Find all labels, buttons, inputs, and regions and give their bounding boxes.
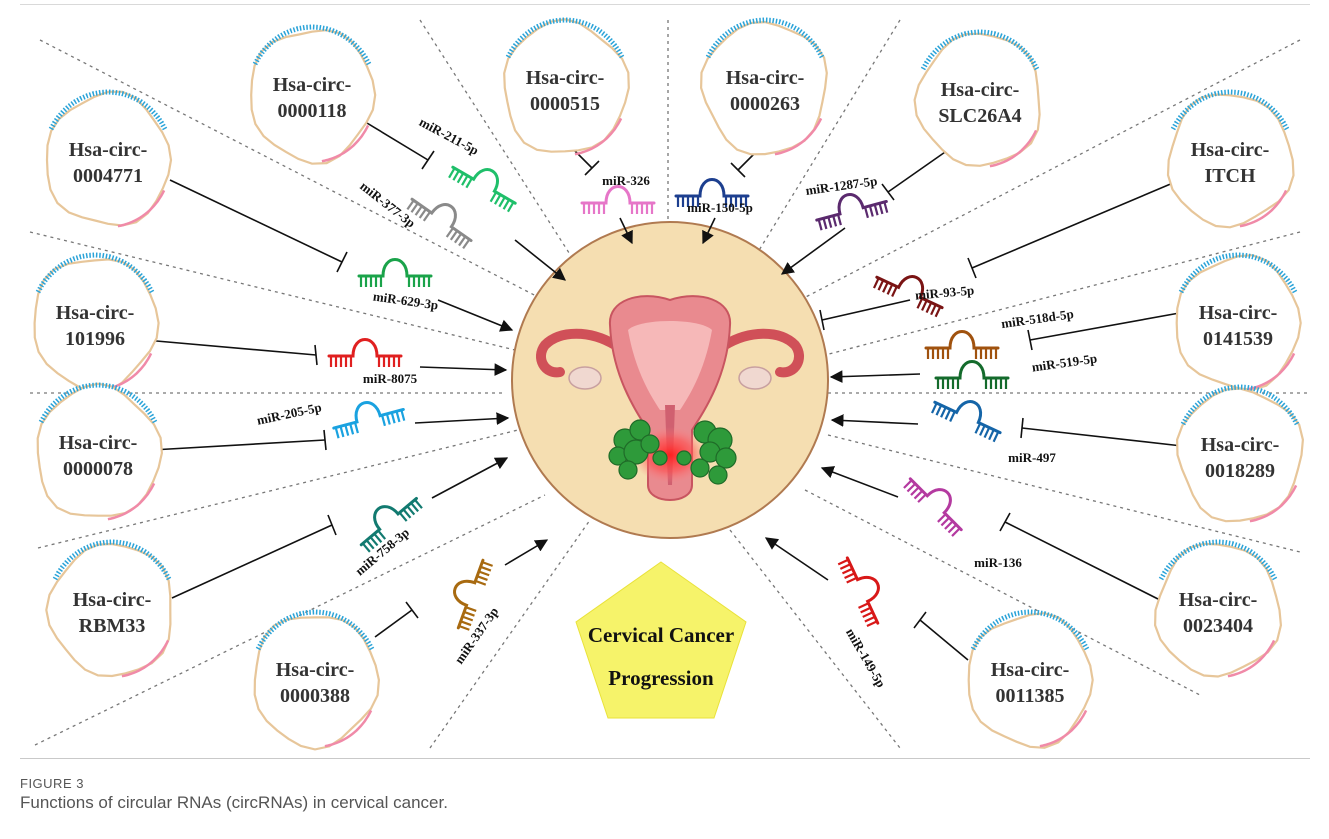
circrna-node-c141539: Hsa-circ- 0141539 [1177,255,1301,390]
mirna-hairpin-glyph [330,394,407,439]
mirna-m629: miR-629-3p [359,260,439,313]
mirna-m8075: miR-8075 [329,340,418,387]
circrna-name-line2: 0000515 [530,93,600,115]
circrna-name-line1: Hsa-circ- [59,432,138,454]
mirna-label: miR-629-3p [372,289,439,313]
mirna-m150: miR-150-5p [676,180,753,216]
mirna-label: miR-758-3p [352,525,412,579]
circrna-name-line2: 0011385 [996,685,1065,707]
circrna-name-line2: 0018289 [1205,460,1275,482]
circrna-name-line1: Hsa-circ- [726,67,805,89]
circrna-name-line2: 101996 [65,328,125,350]
circrna-node-citch: Hsa-circ- ITCH [1168,92,1294,227]
figure-label: FIGURE 3 [20,776,1310,791]
circrna-name-line1: Hsa-circ- [273,74,352,96]
circrna-name-line2: 0141539 [1203,328,1273,350]
circrna-node-c515: Hsa-circ- 0000515 [504,19,629,154]
mirna-label: miR-8075 [363,371,418,386]
mirna-label: miR-136 [974,555,1022,570]
circrna-name-line1: Hsa-circ- [526,67,605,89]
circrna-node-c18289: Hsa-circ- 0018289 [1177,387,1303,521]
mirna-label: miR-518d-5p [1000,306,1074,331]
mirna-m758: miR-758-3p [351,486,424,579]
mirna-label: miR-326 [602,173,650,188]
circrna-name-line2: 0000263 [730,93,800,115]
mirna-label: miR-377-3p [357,178,418,230]
circrna-node-crbm: Hsa-circ- RBM33 [46,542,170,676]
mirna-m93: miR-93-5p [872,262,975,317]
mirna-hairpin-glyph [447,153,523,213]
circrna-name-line2: RBM33 [79,615,146,637]
mirna-hairpin-glyph [930,387,1007,442]
progression-pentagon: Cervical Cancer Progression [576,562,746,718]
circrna-node-c118: Hsa-circ- 0000118 [251,27,375,164]
mirna-label: miR-519-5p [1031,351,1098,375]
mirna-label: miR-211-5p [417,114,481,158]
progression-label-line2: Progression [608,666,714,690]
mirna-label: miR-205-5p [255,399,322,427]
circrna-node-c78: Hsa-circ- 0000078 [38,384,162,520]
mirna-m205: miR-205-5p [255,394,406,439]
circrna-node-c11385: Hsa-circ- 0011385 [969,612,1093,748]
mirna-m518: miR-518d-5p [926,306,1075,359]
mirna-m497: miR-497 [930,387,1056,465]
circrna-node-cslc: Hsa-circ- SLC26A4 [915,32,1040,166]
mirna-hairpin-glyph [837,551,892,628]
mirna-label: miR-1287-5p [805,173,879,198]
circrna-node-c23404: Hsa-circ- 0023404 [1155,542,1281,677]
circrna-outline [35,259,159,392]
mirna-m337: miR-337-3p [443,555,501,667]
circrna-name-line2: ITCH [1204,165,1256,187]
circrna-name-line2: 0023404 [1183,615,1253,637]
progression-label-line1: Cervical Cancer [588,623,734,647]
circrna-name-line1: Hsa-circ- [73,589,152,611]
mirna-label: miR-497 [1008,450,1056,465]
circrna-name-line1: Hsa-circ- [1191,139,1270,161]
circrna-name-line1: Hsa-circ- [56,302,135,324]
circrna-name-line2: 0000078 [63,458,133,480]
circrna-node-c388: Hsa-circ- 0000388 [255,612,379,749]
mirna-label: miR-149-5p [843,626,889,690]
circrna-name-line2: 0000388 [280,685,350,707]
circrna-node-c4771: Hsa-circ- 0004771 [47,92,171,226]
mirna-hairpin-glyph [359,260,431,288]
caption-divider [20,758,1310,759]
mirna-m519: miR-519-5p [936,351,1098,389]
circrna-name-line2: 0004771 [73,165,143,187]
mirna-hairpin-glyph [582,187,654,215]
circrna-name-line1: Hsa-circ- [276,659,355,681]
mirna-m326: miR-326 [582,173,654,214]
mirna-hairpin-glyph [903,467,973,537]
mirna-m136: miR-136 [903,467,1023,570]
circrna-name-line1: Hsa-circ- [1201,434,1280,456]
circrna-node-c101996: Hsa-circ- 101996 [35,255,159,392]
circrna-name-line2: 0000118 [278,100,347,122]
mirna-label: miR-150-5p [687,200,753,215]
mirna-hairpin-glyph [926,332,998,360]
figure-caption: FIGURE 3 Functions of circular RNAs (cir… [20,776,1310,813]
top-rule [20,4,1310,5]
circrna-name-line1: Hsa-circ- [991,659,1070,681]
circrna-name-line1: Hsa-circ- [1199,302,1278,324]
mirna-label: miR-337-3p [451,604,501,666]
circrna-outline [255,617,379,749]
circrna-name-line1: Hsa-circ- [69,139,148,161]
circrna-name-line2: SLC26A4 [938,105,1021,127]
circrna-name-line1: Hsa-circ- [941,79,1020,101]
mirna-m1287: miR-1287-5p [805,173,890,231]
mirna-hairpin-glyph [936,362,1008,390]
circrna-node-c263: Hsa-circ- 0000263 [701,20,827,154]
circrna-name-line1: Hsa-circ- [1179,589,1258,611]
mirna-hairpin-glyph [329,340,401,368]
figure-caption-text: Functions of circular RNAs (circRNAs) in… [20,793,1310,813]
mirna-m211: miR-211-5p [417,114,524,213]
mirna-m149: miR-149-5p [837,551,892,690]
